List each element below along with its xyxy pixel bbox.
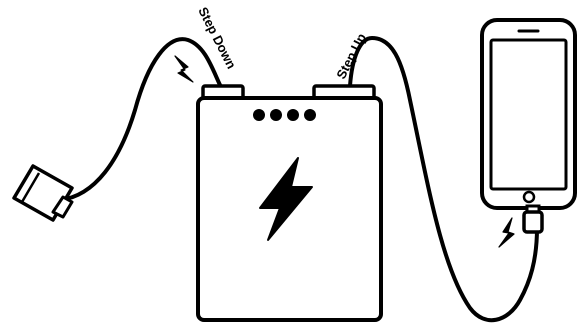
phone-screen	[489, 38, 568, 191]
indicator-dot	[253, 109, 265, 121]
battery-indicator-dots	[253, 109, 316, 121]
indicator-dot	[304, 109, 316, 121]
charging-connector	[522, 204, 544, 234]
dc-plug	[12, 164, 74, 222]
indicator-dot	[270, 109, 282, 121]
step-down-label: Step Down	[195, 5, 239, 72]
smartphone	[480, 18, 577, 210]
input-cable	[58, 37, 222, 202]
input-spark-icon	[174, 55, 194, 83]
phone-home-button	[522, 190, 536, 204]
lightning-bolt-icon	[259, 157, 313, 241]
power-bank	[196, 84, 383, 322]
output-spark-icon	[498, 217, 515, 248]
indicator-dot	[287, 109, 299, 121]
output-cable	[348, 35, 539, 323]
